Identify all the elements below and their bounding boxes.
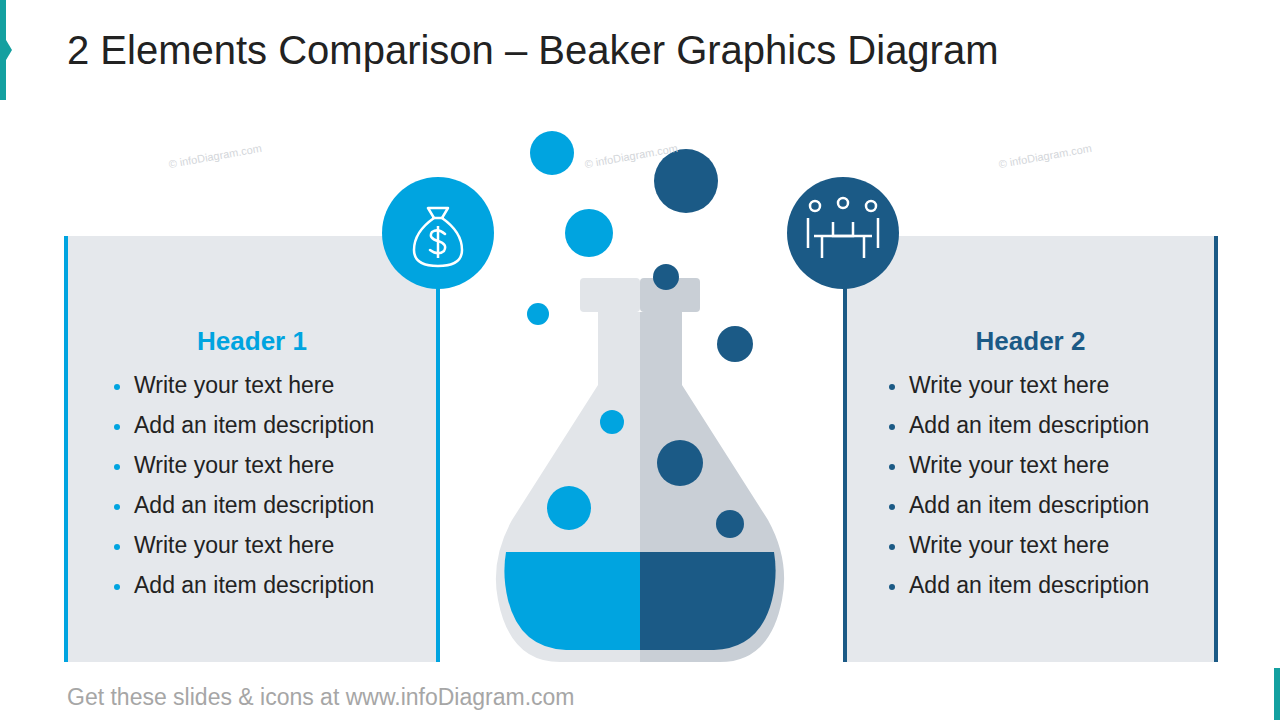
bullet-item: Add an item description <box>909 572 1149 599</box>
watermark: © infoDiagram.com <box>998 142 1093 170</box>
bullet-dot <box>114 584 120 590</box>
bullet-item: Write your text here <box>909 532 1109 559</box>
beaker <box>496 278 784 662</box>
bullet-dot <box>889 584 895 590</box>
accent-bar <box>1274 668 1280 720</box>
bullet-item: Add an item description <box>134 492 374 519</box>
bullet-dot <box>889 464 895 470</box>
bullet-dot <box>114 504 120 510</box>
panel-header: Header 2 <box>847 326 1214 357</box>
accent-chevron <box>6 40 12 60</box>
bullet-dot <box>889 424 895 430</box>
bullet-dot <box>114 464 120 470</box>
bullet-dot <box>114 384 120 390</box>
bullet-item: Add an item description <box>909 492 1149 519</box>
comparison-panel: Header 1Write your text hereAdd an item … <box>64 236 436 662</box>
bullet-item: Write your text here <box>134 452 334 479</box>
slide-title: 2 Elements Comparison – Beaker Graphics … <box>67 28 999 73</box>
bullet-item: Write your text here <box>134 372 334 399</box>
bullet-dot <box>114 424 120 430</box>
accent-bar <box>0 0 6 100</box>
bullet-dot <box>889 504 895 510</box>
bullet-item: Write your text here <box>909 452 1109 479</box>
divider-line <box>436 236 440 662</box>
footer-caption: Get these slides & icons at www.infoDiag… <box>67 684 574 711</box>
bullet-dot <box>889 384 895 390</box>
watermark: © infoDiagram.com <box>168 142 263 170</box>
bullet-dot <box>114 544 120 550</box>
bubbles <box>527 131 753 362</box>
bullet-item: Write your text here <box>909 372 1109 399</box>
bullet-dot <box>889 544 895 550</box>
bullet-item: Add an item description <box>909 412 1149 439</box>
bullet-item: Add an item description <box>134 412 374 439</box>
comparison-panel: Header 2Write your text hereAdd an item … <box>847 236 1218 662</box>
bullet-item: Add an item description <box>134 572 374 599</box>
bullet-item: Write your text here <box>134 532 334 559</box>
panel-header: Header 1 <box>68 326 436 357</box>
